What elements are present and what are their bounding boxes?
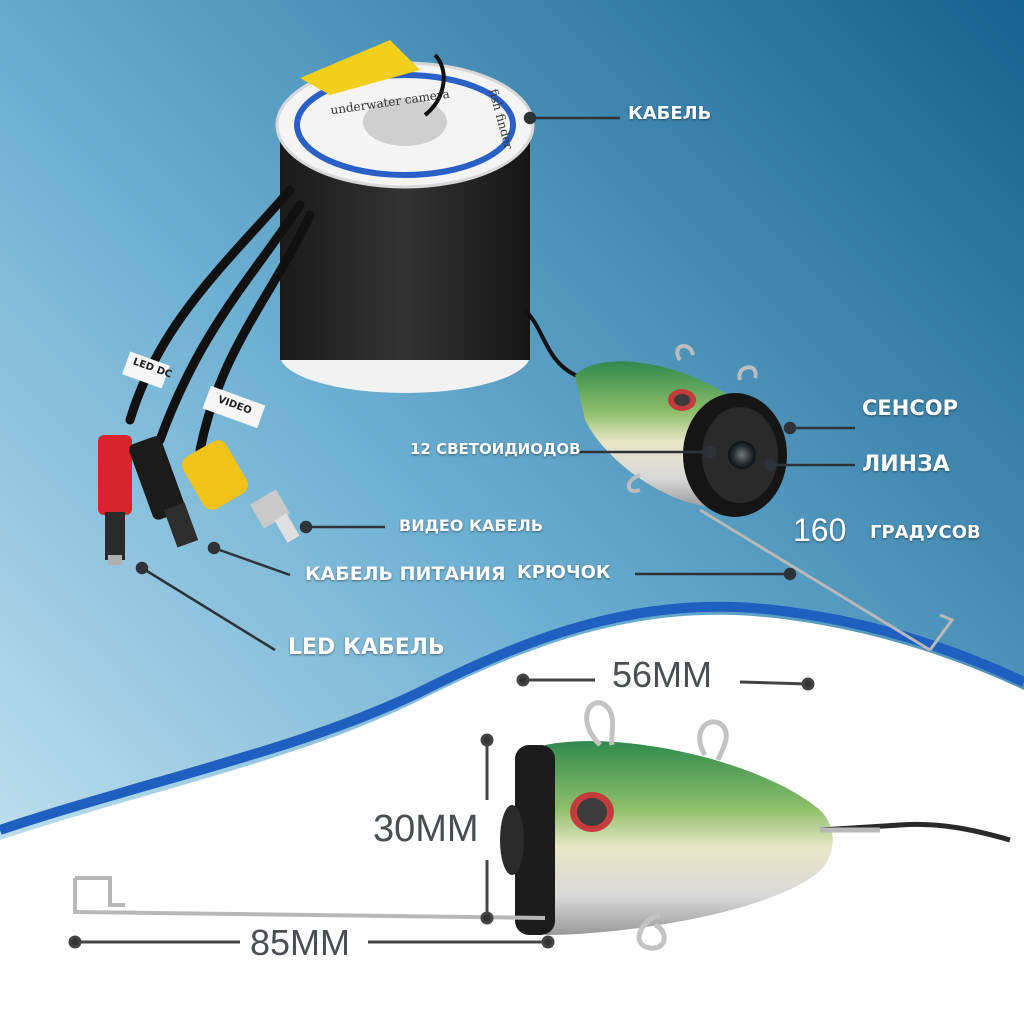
connector-red [98,435,132,565]
wave-blue-line [0,601,1024,835]
dimension-width: 56MM [612,654,713,695]
camera-top [575,344,955,652]
dimension-lines [68,673,815,949]
connector-yellow [182,440,300,543]
dimension-height: 30MM [373,808,479,850]
label-power-cable: КАБЕЛЬ ПИТАНИЯ [305,563,506,585]
label-angle-unit: ГРАДУСОВ [870,522,981,543]
label-angle-number: 160 [793,512,847,548]
cable-tag-video [202,385,266,429]
dimension-length: 85MM [250,922,351,963]
label-video-cable: ВИДЕО КАБЕЛЬ [399,516,544,535]
cables [125,185,315,455]
cable-tag-led [122,351,170,389]
camera-side [73,700,1011,951]
callout-lines [135,111,855,652]
label-lens: ЛИНЗА [862,452,950,477]
connector-black [129,436,199,548]
label-leds: 12 СВЕТОИДИОДОВ [410,440,581,458]
label-cable: КАБЕЛЬ [628,103,712,124]
camera-cable [523,308,606,382]
label-led-cable: LED КАБЕЛЬ [288,635,445,660]
label-hook: КРЮЧОК [517,562,611,583]
label-sensor: СЕНСОР [862,396,958,420]
cable-reel [275,40,535,393]
